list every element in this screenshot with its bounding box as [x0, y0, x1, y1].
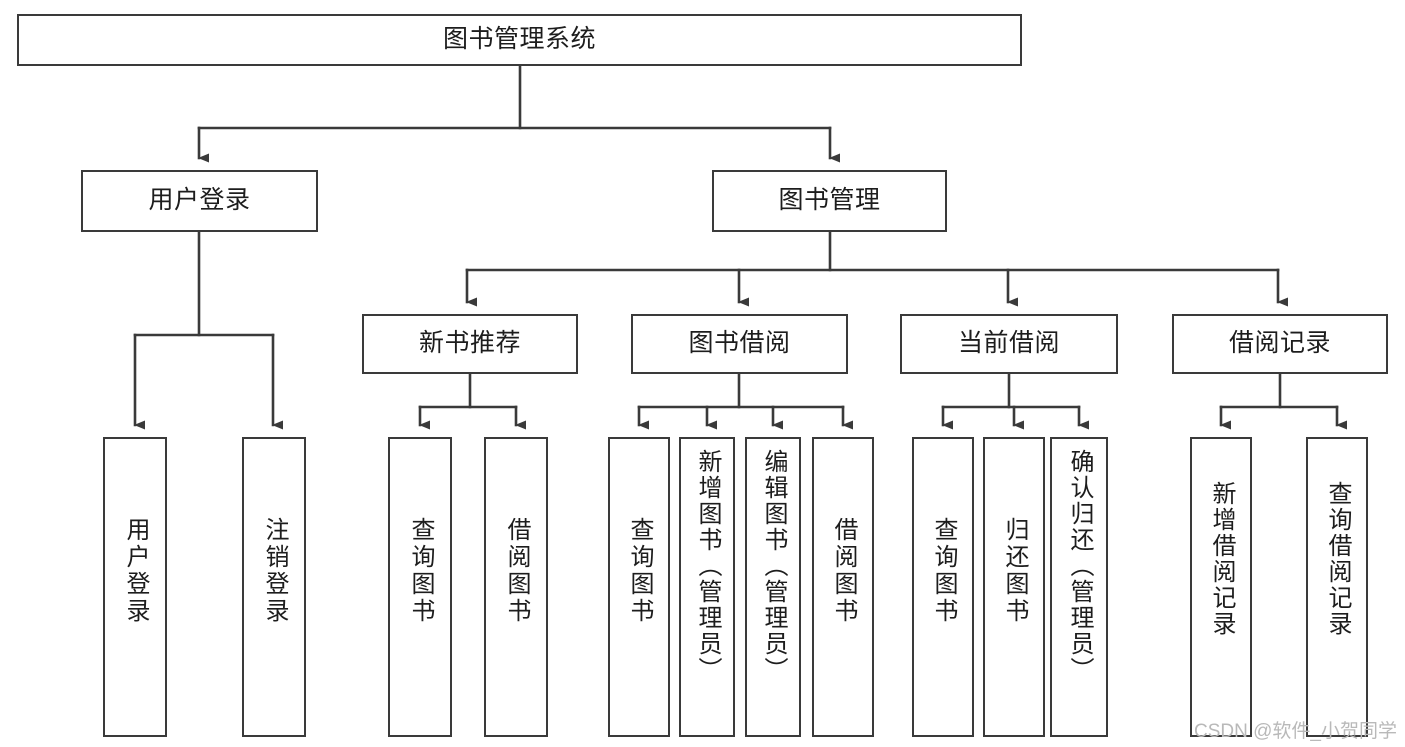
node-borrow-record[interactable]: 借阅记录	[1172, 314, 1388, 374]
node-user-login[interactable]: 用户登录	[81, 170, 318, 232]
node-book-manage[interactable]: 图书管理	[712, 170, 947, 232]
leaf-user-login[interactable]: 用户登录	[103, 437, 167, 737]
node-label: 借阅图书	[503, 517, 530, 625]
node-current-borrow[interactable]: 当前借阅	[900, 314, 1118, 374]
node-label: 查询图书	[407, 517, 434, 625]
node-label: 图书借阅	[688, 329, 791, 358]
leaf-borrow-book-2[interactable]: 借阅图书	[812, 437, 874, 737]
node-label: 查询图书	[930, 517, 957, 625]
leaf-query-book-2[interactable]: 查询图书	[608, 437, 670, 737]
node-label: 新书推荐	[418, 329, 521, 358]
node-book-borrow[interactable]: 图书借阅	[631, 314, 848, 374]
leaf-borrow-book-1[interactable]: 借阅图书	[484, 437, 548, 737]
node-label: 查询借阅记录	[1324, 481, 1351, 637]
node-label: 新增图书（管理员）	[694, 449, 721, 683]
node-label: 查询图书	[626, 517, 653, 625]
leaf-add-book-admin[interactable]: 新增图书（管理员）	[679, 437, 735, 737]
leaf-edit-book-admin[interactable]: 编辑图书（管理员）	[745, 437, 801, 737]
leaf-query-book-1[interactable]: 查询图书	[388, 437, 452, 737]
node-label: 新增借阅记录	[1208, 481, 1235, 637]
leaf-query-borrow-record[interactable]: 查询借阅记录	[1306, 437, 1368, 737]
node-new-book-recommend[interactable]: 新书推荐	[362, 314, 578, 374]
node-label: 图书管理系统	[442, 25, 596, 54]
node-label: 借阅图书	[830, 517, 857, 625]
node-book-management-system[interactable]: 图书管理系统	[17, 14, 1022, 66]
node-label: 归还图书	[1001, 517, 1028, 625]
node-label: 用户登录	[148, 186, 251, 215]
leaf-return-book[interactable]: 归还图书	[983, 437, 1045, 737]
leaf-confirm-return-admin[interactable]: 确认归还（管理员）	[1050, 437, 1108, 737]
leaf-query-book-3[interactable]: 查询图书	[912, 437, 974, 737]
node-label: 用户登录	[122, 517, 149, 625]
node-label: 图书管理	[778, 186, 881, 215]
node-label: 注销登录	[261, 517, 288, 625]
node-label: 编辑图书（管理员）	[760, 449, 787, 683]
csdn-watermark: CSDN @软件_小贺同学	[1194, 721, 1397, 742]
node-label: 当前借阅	[957, 329, 1060, 358]
leaf-add-borrow-record[interactable]: 新增借阅记录	[1190, 437, 1252, 737]
node-label: 借阅记录	[1228, 329, 1331, 358]
node-label: 确认归还（管理员）	[1066, 449, 1093, 683]
leaf-logout-login[interactable]: 注销登录	[242, 437, 306, 737]
